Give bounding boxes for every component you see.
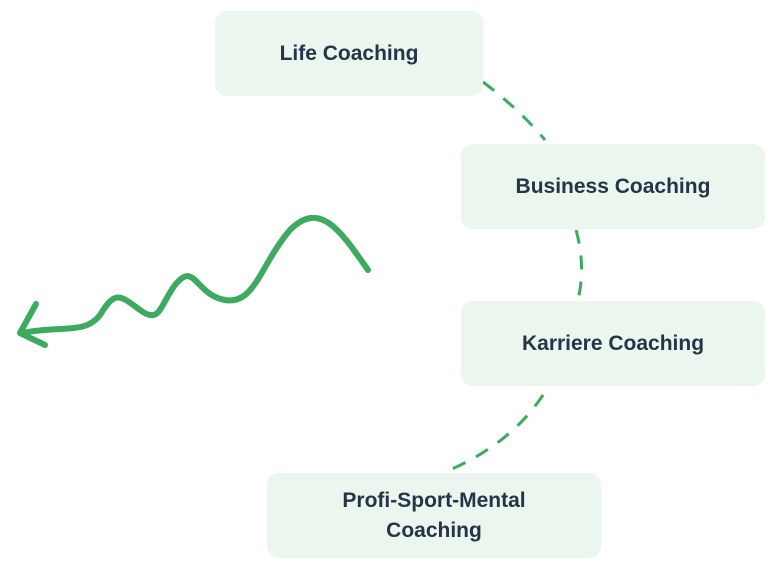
dashed-connector: [444, 394, 545, 474]
box-label: Karriere Coaching: [521, 331, 705, 355]
dashed-connector: [482, 80, 547, 141]
dashed-connector: [574, 229, 584, 301]
life-coaching-box: Life Coaching: [215, 11, 483, 96]
squiggle-arrow-icon: [19, 214, 371, 336]
profi-sport-mental-coaching-box: Profi-Sport-Mental Coaching: [267, 473, 601, 558]
karriere-coaching-box: Karriere Coaching: [461, 301, 765, 386]
box-label: Business Coaching: [515, 174, 711, 198]
box-label: Profi-Sport-Mental Coaching: [342, 488, 526, 542]
box-label: Life Coaching: [279, 41, 419, 65]
business-coaching-box: Business Coaching: [461, 144, 765, 229]
arrowhead-icon: [17, 301, 48, 348]
